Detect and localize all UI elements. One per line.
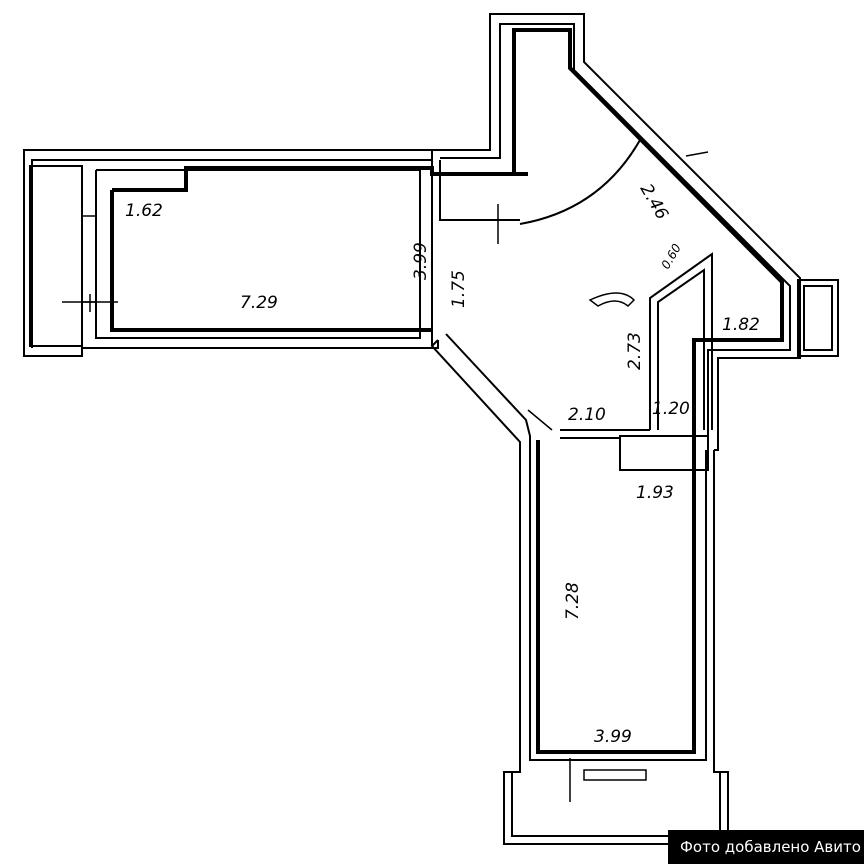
outer-walls	[23, 13, 839, 845]
dim-right-room-width: 1.82	[722, 315, 760, 335]
room-outlines	[110, 28, 784, 754]
bottom-window	[583, 769, 647, 781]
dim-balcony-left: 1.62	[125, 201, 163, 221]
dim-room-bottom-width: 3.99	[594, 727, 632, 747]
dim-bath-width: 1.20	[652, 399, 690, 419]
dim-small-segment: 0.60	[658, 241, 684, 271]
dim-closet-width: 1.93	[636, 483, 674, 503]
left-balcony	[29, 165, 83, 347]
bath-door-arc	[588, 292, 636, 308]
right-balcony	[797, 279, 839, 357]
closet	[619, 435, 709, 471]
dim-hall-segment: 1.75	[449, 270, 469, 308]
dimension-labels: 1.62 7.29 3.99 1.75 2.46 0.60 2.73 1.82 …	[125, 181, 760, 748]
door-swings	[62, 151, 709, 802]
dim-bath-height: 2.73	[625, 332, 645, 370]
dim-hall-width: 2.10	[568, 405, 606, 425]
dim-room-left-length: 7.29	[240, 293, 278, 313]
left-window	[81, 215, 97, 303]
dim-room-bottom-length: 7.28	[563, 582, 583, 620]
dim-corridor-diag: 2.46	[636, 181, 672, 224]
watermark-badge: Фото добавлено Авито	[668, 830, 864, 864]
dim-room-left-depth: 3.99	[411, 242, 431, 280]
